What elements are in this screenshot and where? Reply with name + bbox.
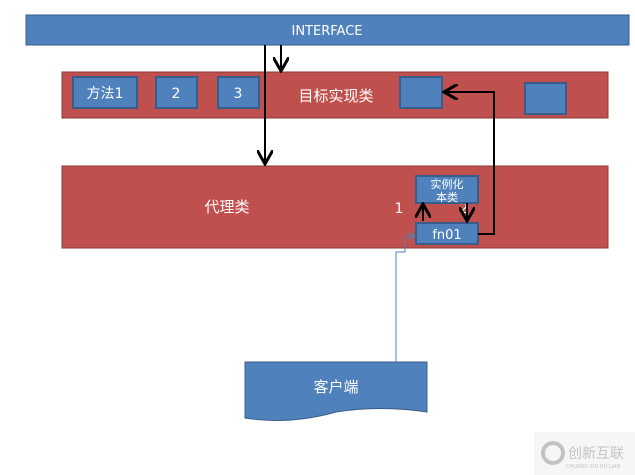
svg-text:实例化: 实例化: [431, 177, 464, 191]
interface-box: INTERFACE: [25, 14, 630, 46]
svg-text:1: 1: [395, 201, 404, 217]
svg-text:3: 3: [234, 86, 243, 102]
svg-text:客户端: 客户端: [313, 378, 358, 396]
svg-text:方法1: 方法1: [87, 86, 124, 102]
method-box-2: 2: [155, 76, 198, 109]
svg-text:fn01: fn01: [432, 228, 461, 243]
svg-text:INTERFACE: INTERFACE: [292, 24, 363, 39]
svg-text:本类: 本类: [436, 190, 458, 204]
client-arrow: [395, 236, 414, 362]
watermark-logo: 创新互联 CHUANG XIN HU LIAN: [534, 432, 635, 475]
method-box-5: [524, 82, 567, 115]
proxy-class-box: 代理类 1 2: [61, 165, 609, 249]
svg-text:目标实现类: 目标实现类: [298, 87, 373, 105]
instantiate-box: 实例化 本类: [415, 175, 479, 204]
method-box-1: 方法1: [72, 76, 138, 109]
svg-text:创新互联: 创新互联: [568, 446, 624, 462]
svg-text:2: 2: [172, 86, 181, 102]
svg-text:代理类: 代理类: [204, 198, 249, 216]
svg-text:CHUANG XIN HU LIAN: CHUANG XIN HU LIAN: [566, 464, 620, 470]
fn01-box: fn01: [415, 222, 479, 245]
target-class-box: 目标实现类: [61, 71, 609, 119]
client-box: 客户端: [244, 361, 428, 421]
method-box-4: [399, 76, 443, 109]
method-box-3: 3: [217, 76, 260, 109]
arrows: [265, 45, 495, 235]
